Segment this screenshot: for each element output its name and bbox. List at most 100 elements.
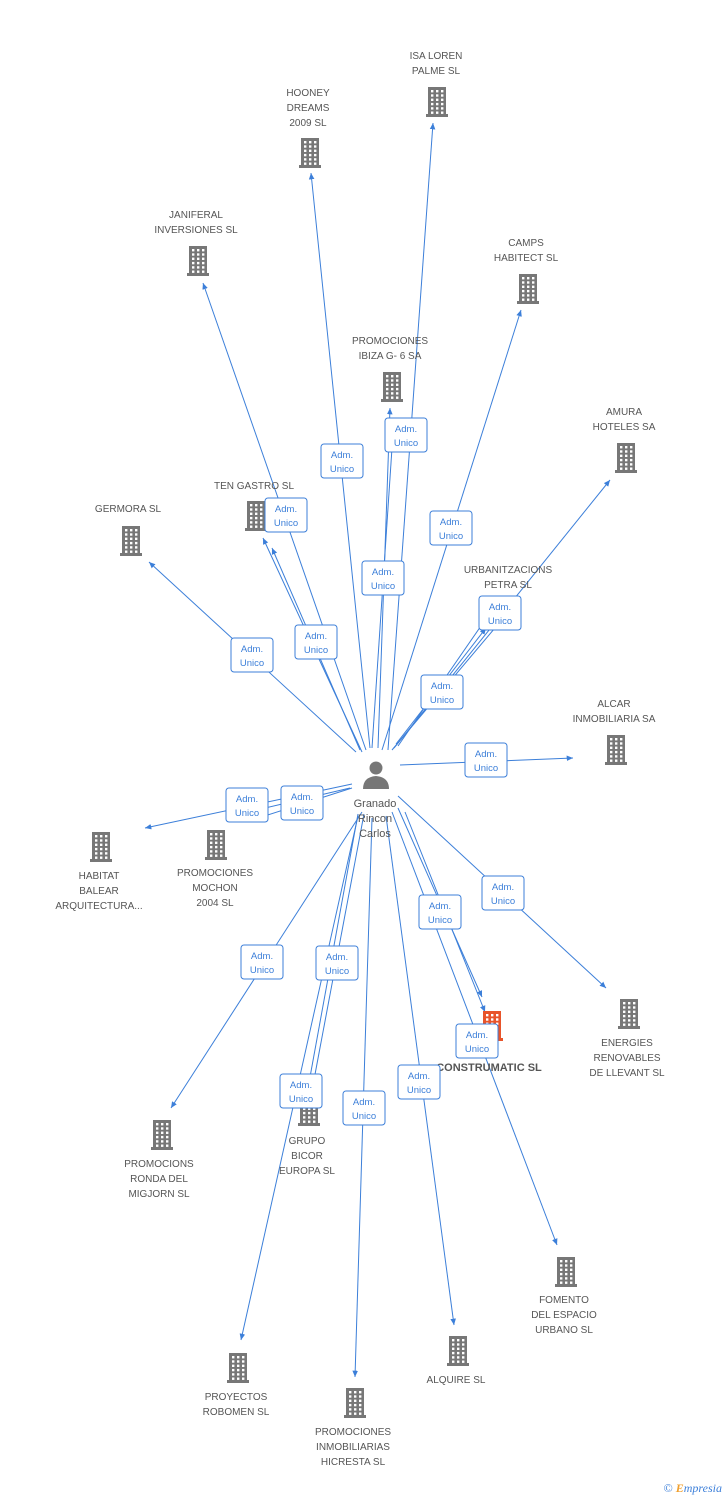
role-badge-text: Unico [250,965,274,976]
role-badge-hicresta[interactable]: Adm.Unico [342,1090,386,1126]
role-badge-isa[interactable]: Adm.Unico [384,417,428,453]
role-badge-box [429,510,473,546]
role-badge-text: Unico [488,616,512,627]
role-badge-habitat[interactable]: Adm.Unico [225,787,269,823]
role-badge-text: Adm. [236,794,258,805]
company-label-line: ROBOMEN SL [203,1407,270,1418]
role-badge-box [294,624,338,660]
role-badge-text: Adm. [241,644,263,655]
company-label-line: ISA LOREN [410,51,463,62]
role-badge-box [342,1090,386,1126]
company-node-germora[interactable]: GERMORA SL [95,504,162,556]
company-label-line: RONDA DEL [130,1174,188,1185]
role-badge-text: Adm. [440,517,462,528]
company-label-line: AMURA [606,407,642,418]
company-label-line: PROMOCIONES [177,868,253,879]
role-badge-text: Unico [304,645,328,656]
company-label-line: PROMOCIONES [352,336,428,347]
role-badge-text: Adm. [251,951,273,962]
company-node-alquire[interactable]: ALQUIRE SL [427,1336,486,1386]
role-badge-box [320,443,364,479]
company-label-line: 2009 SL [289,118,327,129]
footer-brand[interactable]: ©Empresia [664,1481,722,1496]
company-label-line: CAMPS [508,238,544,249]
building-icon [120,526,142,556]
company-node-habitat[interactable]: HABITATBALEARARQUITECTURA... [55,832,143,912]
role-badge-box [397,1064,441,1100]
role-badge-hooney[interactable]: Adm. Unico [320,443,364,479]
badges-layer: Adm.UnicoAdm.UnicoAdm.UnicoAdm.UnicoAdm.… [225,417,525,1126]
building-icon [227,1353,249,1383]
role-badge-text: Unico [474,763,498,774]
building-icon [381,372,403,402]
role-badge-ronda[interactable]: Adm. Unico [240,944,284,980]
company-label-line: IBIZA G- 6 SA [359,351,422,362]
company-label-line: DE LLEVANT SL [589,1068,665,1079]
role-badge-amura[interactable]: Adm.Unico [478,595,522,631]
role-badge-ibiza[interactable]: Adm.Unico [361,560,405,596]
role-badge-text: Adm. [475,749,497,760]
company-label-line: GERMORA SL [95,504,162,515]
role-badge-alcar[interactable]: Adm. Unico [464,742,508,778]
role-badge-germora[interactable]: Adm. Unico [230,637,274,673]
building-icon [605,735,627,765]
company-label-line: HICRESTA SL [321,1457,386,1468]
role-badge-energies[interactable]: Adm.Unico [481,875,525,911]
role-badge-robomen[interactable]: Adm.Unico [279,1073,323,1109]
role-badge-text: Unico [330,464,354,475]
company-label-line: PROMOCIONES [315,1427,391,1438]
role-badge-text: Adm. [331,450,353,461]
role-badge-mochon[interactable]: Adm.Unico [280,785,324,821]
company-label-line: INVERSIONES SL [154,225,238,236]
brand-initial: E [675,1481,684,1495]
building-icon [447,1336,469,1366]
role-badge-box [264,497,308,533]
role-badge-box [280,785,324,821]
person-icon [363,761,389,789]
role-badge-alquire[interactable]: Adm.Unico [397,1064,441,1100]
company-node-hicresta[interactable]: PROMOCIONES INMOBILIARIAS HICRESTA SL [315,1388,391,1468]
company-node-ibiza[interactable]: PROMOCIONES IBIZA G- 6 SA [352,336,428,402]
role-badge-construmatic[interactable]: Adm.Unico [418,894,462,930]
company-label-line: MOCHON [192,883,238,894]
company-label-line: PROMOCIONS [124,1159,194,1170]
role-badge-box [420,674,464,710]
company-label-line: CONSTRUMATIC SL [436,1062,542,1074]
role-badge-text: Adm. [429,901,451,912]
company-label-line: JANIFERAL [169,210,223,221]
role-badge-extra-5[interactable]: Adm.Unico [294,624,338,660]
role-badge-text: Adm. [275,504,297,515]
role-badge-text: Unico [240,658,264,669]
role-badge-text: Adm. [291,792,313,803]
role-badge-camps[interactable]: Adm. Unico [429,510,473,546]
company-node-tengastro[interactable]: TEN GASTRO SL [214,481,294,531]
role-badge-fomento[interactable]: Adm.Unico [455,1023,499,1059]
role-badge-text: Unico [430,695,454,706]
company-label-line: HABITECT SL [494,253,559,264]
role-badge-bicor[interactable]: Adm.Unico [315,945,359,981]
role-badge-petra[interactable]: Adm.Unico [420,674,464,710]
company-node-janiferal[interactable]: JANIFERAL INVERSIONES SL [154,210,238,276]
company-label-line: ARQUITECTURA... [55,901,142,912]
role-badge-text: Unico [439,531,463,542]
role-badge-tengastro[interactable]: Adm.Unico [264,497,308,533]
company-label-line: INMOBILIARIA SA [573,714,656,725]
company-node-camps[interactable]: CAMPS HABITECT SL [494,238,559,304]
role-badge-box [240,944,284,980]
building-icon [187,246,209,276]
role-badge-box [279,1073,323,1109]
company-label-line: INMOBILIARIAS [316,1442,390,1453]
role-badge-text: Unico [465,1044,489,1055]
building-icon [344,1388,366,1418]
